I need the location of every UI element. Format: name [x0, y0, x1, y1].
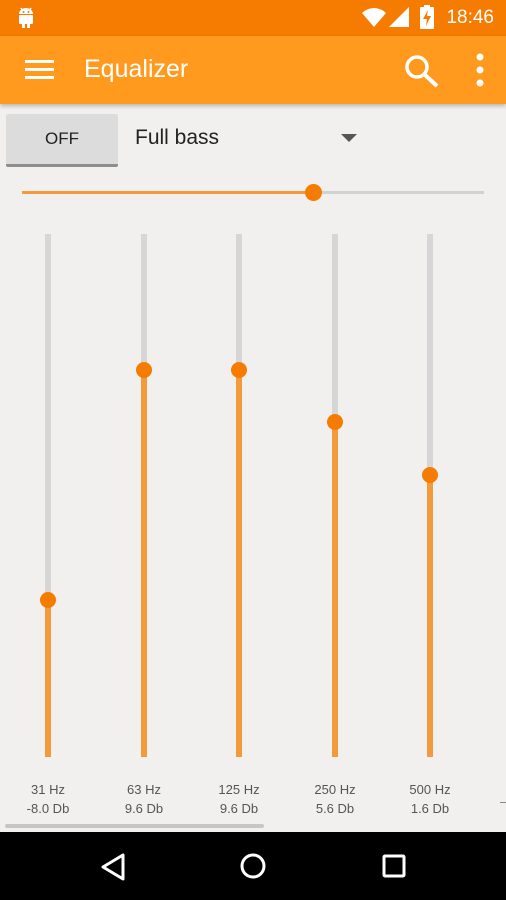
band-fill: [427, 474, 433, 757]
home-icon[interactable]: [240, 853, 266, 879]
band-frequency-label: 63 Hz: [127, 782, 161, 797]
band-track[interactable]: [422, 234, 438, 757]
partial-next-band-indicator: [500, 802, 506, 803]
android-icon: [19, 7, 33, 28]
band-fill: [45, 600, 51, 757]
band-thumb[interactable]: [422, 466, 438, 483]
band-track[interactable]: [40, 234, 56, 757]
band-fill: [236, 369, 242, 757]
band-thumb[interactable]: [231, 361, 247, 378]
back-icon[interactable]: [100, 853, 126, 881]
search-icon[interactable]: [404, 54, 440, 88]
band-gain-label: 9.6 Db: [219, 801, 259, 816]
band-frequency-label: 250 Hz: [314, 782, 356, 797]
band-slider[interactable]: 250 Hz 5.6 Db: [305, 234, 365, 826]
band-slider[interactable]: 125 Hz 9.6 Db: [209, 234, 269, 826]
master-slider-fill: [22, 191, 314, 194]
signal-icon: [389, 7, 409, 27]
band-track[interactable]: [327, 234, 343, 757]
dropdown-arrow-icon[interactable]: [341, 134, 357, 142]
band-gain-label: 1.6 Db: [410, 801, 450, 816]
band-slider[interactable]: 31 Hz -8.0 Db: [18, 234, 78, 826]
horizontal-scrollbar[interactable]: [5, 824, 264, 828]
status-time: 18:46: [446, 7, 494, 28]
band-frequency-label: 31 Hz: [31, 782, 65, 797]
navigation-bar: [0, 832, 506, 900]
band-fill: [332, 422, 338, 757]
more-vert-icon[interactable]: [474, 52, 486, 88]
band-fill: [141, 369, 147, 757]
master-slider[interactable]: [22, 184, 484, 201]
band-frequency-label: 125 Hz: [218, 782, 260, 797]
preset-dropdown[interactable]: Full bass: [135, 126, 220, 149]
equalizer-toggle-button[interactable]: OFF: [6, 114, 118, 167]
app-title: Equalizer: [84, 55, 189, 83]
band-thumb[interactable]: [40, 592, 56, 609]
wifi-icon: [362, 8, 386, 27]
band-track[interactable]: [231, 234, 247, 757]
recents-icon[interactable]: [382, 854, 406, 878]
band-slider[interactable]: 63 Hz 9.6 Db: [114, 234, 174, 826]
band-track[interactable]: [136, 234, 152, 757]
band-gain-label: -8.0 Db: [26, 801, 70, 816]
band-gain-label: 5.6 Db: [315, 801, 355, 816]
app-bar: Equalizer: [0, 36, 506, 104]
master-slider-thumb[interactable]: [305, 184, 323, 201]
band-slider[interactable]: 500 Hz 1.6 Db: [400, 234, 460, 826]
band-frequency-label: 500 Hz: [409, 782, 451, 797]
band-thumb[interactable]: [327, 414, 343, 431]
menu-icon[interactable]: [25, 60, 54, 80]
battery-charging-icon: [420, 5, 434, 29]
status-bar: 18:46: [0, 0, 506, 36]
band-thumb[interactable]: [136, 361, 152, 378]
band-gain-label: 9.6 Db: [124, 801, 164, 816]
